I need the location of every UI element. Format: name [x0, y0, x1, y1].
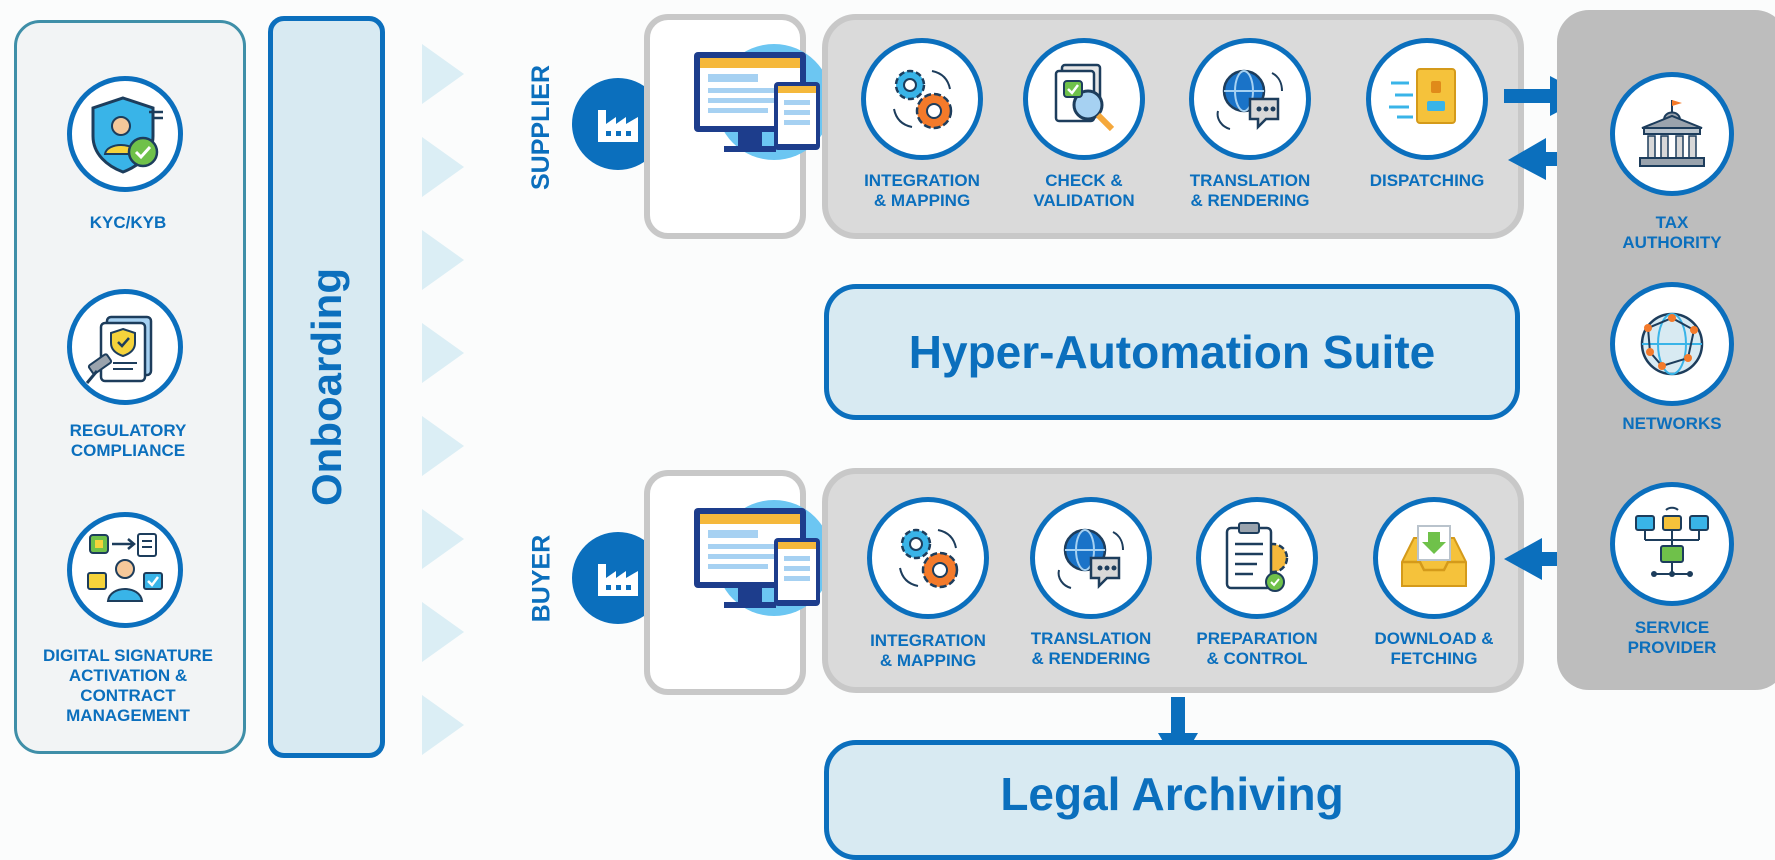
regulatory-label: REGULATORY COMPLIANCE: [69, 421, 187, 460]
hyper-automation-suite-title: Hyper-Automation Suite: [908, 326, 1436, 378]
kyc-label: KYC/KYB: [89, 213, 167, 232]
digital-signature-workflow-icon: [87, 533, 163, 602]
tax-authority-circle: [1610, 72, 1734, 196]
globe-chat-icon: [1216, 69, 1283, 131]
flow-chevron: [422, 323, 464, 383]
flow-chevron: [422, 602, 464, 662]
onboarding-bar: Onboarding: [268, 16, 385, 758]
digital-signature-circle: [67, 512, 183, 628]
networks-circle: [1610, 282, 1734, 406]
factory-icon: [598, 110, 638, 142]
legal-archiving-box: Legal Archiving: [824, 740, 1520, 860]
computer-devices-icon: [694, 44, 832, 160]
flow-chevron: [422, 137, 464, 197]
factory-icon: [598, 564, 638, 596]
legal-archiving-title: Legal Archiving: [1000, 768, 1344, 820]
buyer-step-download: [1373, 497, 1495, 619]
buyer-step-download-label: DOWNLOAD & FETCHING: [1374, 629, 1494, 668]
supplier-step-check-label: CHECK & VALIDATION: [1033, 171, 1135, 210]
kyc-circle: [67, 76, 183, 192]
supplier-step-integration-label: INTEGRATION & MAPPING: [864, 171, 980, 210]
buyer-label: BUYER: [527, 534, 556, 622]
flow-chevron: [422, 44, 464, 104]
fast-envelope-icon: [1389, 68, 1456, 124]
inbox-download-icon: [1401, 525, 1467, 587]
computer-devices-icon: [694, 500, 832, 616]
flow-chevron: [422, 230, 464, 290]
service-provider-circle: [1610, 482, 1734, 606]
tax-authority-label: TAX AUTHORITY: [1622, 213, 1722, 252]
buyer-step-integration: [867, 497, 989, 619]
buyer-step-preparation: [1196, 497, 1318, 619]
hyper-automation-suite-box: Hyper-Automation Suite: [824, 284, 1520, 420]
networks-label: NETWORKS: [1622, 414, 1722, 433]
buyer-step-translation: [1030, 497, 1152, 619]
service-provider-label: SERVICE PROVIDER: [1627, 618, 1717, 657]
globe-chat-icon: [1057, 528, 1124, 590]
buyer-computer-box: [644, 470, 832, 695]
onboarding-label: Onboarding: [302, 268, 350, 506]
supplier-computer-box: [644, 14, 832, 239]
flow-chevron: [422, 509, 464, 569]
buyer-step-translation-label: TRANSLATION & RENDERING: [1030, 629, 1152, 668]
buyer-step-preparation-label: PREPARATION & CONTROL: [1196, 629, 1318, 668]
supplier-label: SUPPLIER: [527, 64, 556, 190]
clipboard-gear-icon: [1225, 522, 1289, 592]
supplier-step-translation: [1189, 38, 1311, 160]
certificate-shield-gavel-icon: [85, 315, 153, 384]
shield-user-check-icon: [91, 96, 163, 174]
network-globe-icon: [1640, 312, 1704, 376]
gears-icon: [893, 69, 953, 130]
supplier-step-dispatching: [1366, 38, 1488, 160]
government-building-icon: [1639, 100, 1705, 167]
flow-chevron: [422, 695, 464, 755]
supplier-step-translation-label: TRANSLATION & RENDERING: [1189, 171, 1311, 210]
gears-icon: [899, 528, 959, 589]
supplier-step-integration: [861, 38, 983, 160]
supplier-step-dispatching-label: DISPATCHING: [1369, 171, 1485, 190]
flow-chevron: [422, 416, 464, 476]
network-hierarchy-icon: [1635, 506, 1709, 577]
buyer-step-integration-label: INTEGRATION & MAPPING: [870, 631, 986, 670]
arrow-left-icon: [1504, 538, 1586, 580]
arrow-left-icon: [1508, 138, 1590, 180]
digital-signature-label: DIGITAL SIGNATURE ACTIVATION & CONTRACT …: [43, 646, 213, 725]
service-provider-arrow: [1504, 538, 1586, 580]
document-magnifier-icon: [1054, 63, 1115, 132]
regulatory-circle: [67, 289, 183, 405]
supplier-step-check: [1023, 38, 1145, 160]
